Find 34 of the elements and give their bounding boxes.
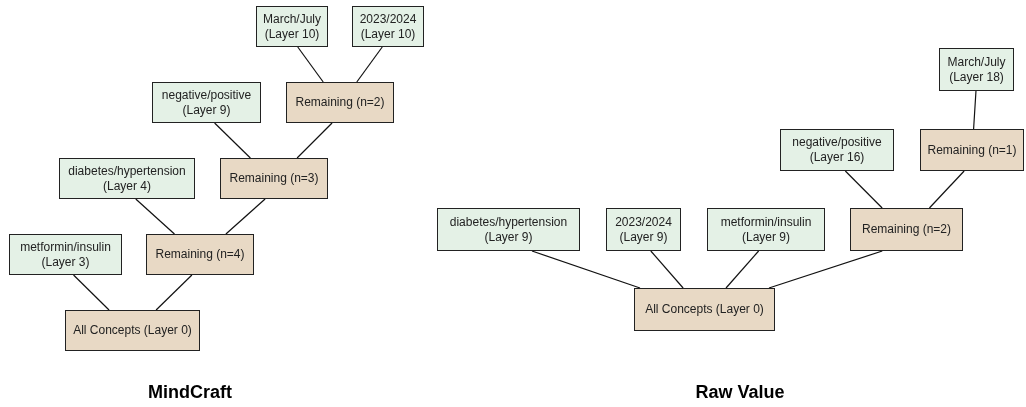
connector-line [296,122,333,159]
concept-box: diabetes/hypertension (Layer 9) [437,208,580,251]
concept-box: metformin/insulin (Layer 3) [9,234,122,275]
panel-title: Raw Value [695,380,785,404]
connector-line [72,274,110,311]
concept-box: March/July (Layer 18) [939,48,1014,91]
connector-line [135,198,176,235]
concept-box: Remaining (n=3) [220,158,328,199]
concept-box: Remaining (n=4) [146,234,254,275]
connector-line [297,46,324,83]
connector-line [650,250,684,289]
concept-box: Remaining (n=2) [850,208,963,251]
connector-line [155,274,193,311]
concept-box: metformin/insulin (Layer 9) [707,208,825,251]
connector-line [973,90,977,130]
concept-box: Remaining (n=2) [286,82,394,123]
connector-line [928,170,965,209]
connector-line [214,122,251,159]
connector-line [531,250,641,289]
concept-box: All Concepts (Layer 0) [634,288,775,331]
panel-title: MindCraft [148,380,232,404]
connector-line [356,46,383,83]
connector-line [844,170,883,209]
concept-box: March/July (Layer 10) [256,6,328,47]
connector-line [768,250,883,289]
concept-box: 2023/2024 (Layer 10) [352,6,424,47]
connector-line [225,198,266,235]
concept-box: All Concepts (Layer 0) [65,310,200,351]
concept-box: negative/positive (Layer 16) [780,129,894,171]
connector-line [725,250,760,289]
concept-box: negative/positive (Layer 9) [152,82,261,123]
concept-box: diabetes/hypertension (Layer 4) [59,158,195,199]
concept-box: 2023/2024 (Layer 9) [606,208,681,251]
concept-box: Remaining (n=1) [920,129,1024,171]
